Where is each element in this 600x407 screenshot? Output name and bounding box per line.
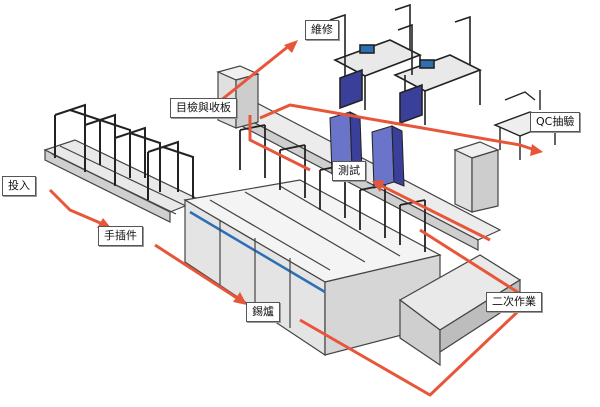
arrow-heads (97, 40, 543, 305)
flow-arrows (48, 43, 536, 397)
control-cabinet (453, 141, 500, 213)
flow-furnace-to-secondary (299, 228, 532, 397)
flow-visual-to-qc (259, 103, 536, 152)
label-test: 測試 (332, 161, 366, 181)
label-visual-inspection: 目檢與收板 (170, 98, 237, 118)
flow-input-to-hand-insert (48, 188, 106, 227)
label-secondary-operation: 二次作業 (486, 292, 542, 312)
flow-secondary-to-test (379, 183, 491, 242)
label-hand-insert: 手插件 (98, 226, 143, 246)
label-repair: 維修 (305, 20, 339, 40)
repair-workbenches (329, 3, 482, 125)
label-qc-sampling: QC抽驗 (530, 112, 581, 132)
flow-test-to-visual (248, 115, 311, 172)
operator-frames (54, 103, 194, 206)
test-towers (329, 111, 405, 189)
flow-hand-insert-to-furnace (154, 243, 241, 302)
label-input: 投入 (2, 176, 36, 196)
label-solder-furnace: 錫爐 (246, 302, 280, 322)
flow-visual-to-repair (214, 43, 291, 107)
